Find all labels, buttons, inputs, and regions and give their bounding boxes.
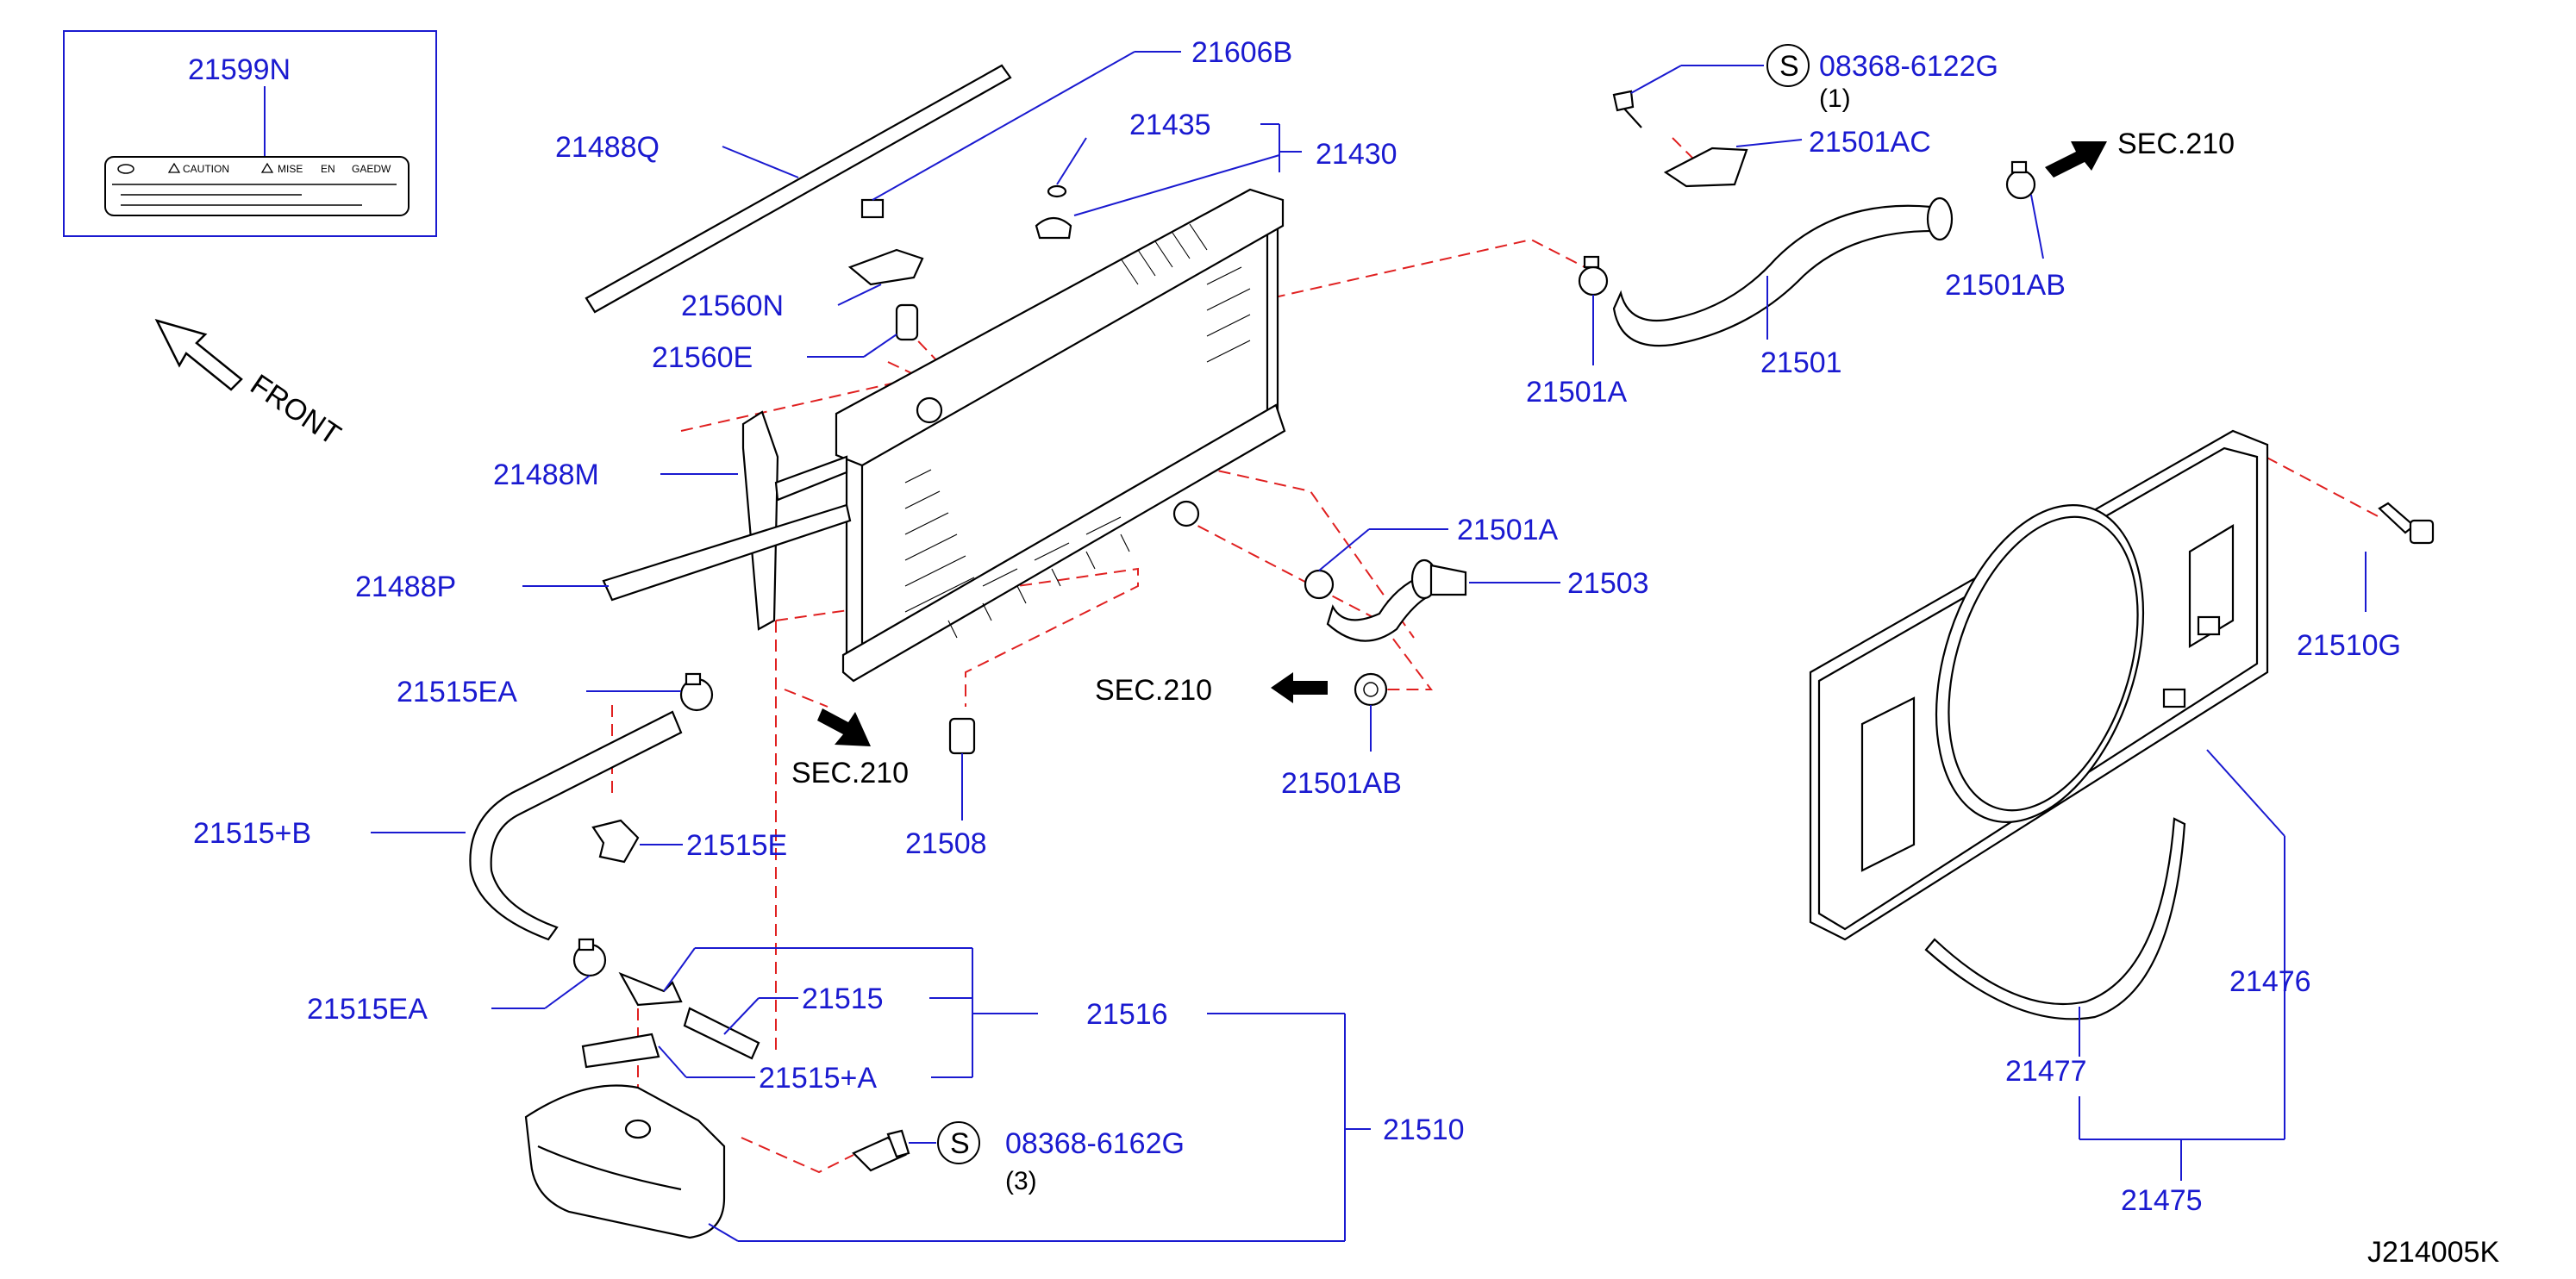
mise-text: MISE — [278, 163, 303, 175]
leader-21475 — [2079, 1139, 2285, 1181]
part-label-21488P: 21488P — [355, 571, 456, 603]
qty-08368-6162G: (3) — [1005, 1167, 1037, 1195]
part-label-21475: 21475 — [2121, 1184, 2203, 1217]
part-label-21501A-top: 21501A — [1526, 376, 1628, 409]
diagram-code: J214005K — [2367, 1236, 2499, 1269]
part-label-21516: 21516 — [1086, 998, 1168, 1031]
part-label-21501AB-mid: 21501AB — [1281, 767, 1402, 800]
drain-plug-21508 — [948, 717, 976, 820]
qty-08368-6122G: (1) — [1819, 84, 1851, 113]
part-label-21515E: 21515E — [686, 829, 787, 862]
hose-21515B — [371, 710, 683, 941]
part-label-21430: 21430 — [1316, 138, 1397, 171]
reservoir-tank-21510 — [524, 1084, 1371, 1242]
part-label-08368-6162G: 08368-6162G — [1005, 1127, 1185, 1160]
sec210-label-top: SEC.210 — [2117, 128, 2235, 160]
lower-seal-21488P — [522, 503, 852, 602]
front-label: FRONT — [245, 368, 347, 452]
part-label-21515: 21515 — [802, 983, 884, 1015]
fan-shroud-21476 — [1809, 429, 2285, 1139]
radiator-assembly — [835, 188, 1286, 683]
sec210-label-mid: SEC.210 — [791, 757, 909, 789]
clip-21515E — [591, 819, 683, 864]
part-label-21503: 21503 — [1567, 567, 1649, 600]
part-label-21508: 21508 — [905, 827, 987, 860]
bracket-21560N — [837, 248, 924, 306]
clamp-21515EA-bot — [491, 938, 607, 1009]
front-arrow-icon — [154, 319, 243, 391]
part-label-21515EA-bot: 21515EA — [307, 993, 428, 1026]
lower-shroud-21477 — [1924, 817, 2186, 1139]
part-label-21488Q: 21488Q — [555, 131, 660, 164]
part-label-21510: 21510 — [1383, 1114, 1465, 1146]
part-label-21501A-mid: 21501A — [1457, 514, 1559, 546]
bushing-21560E — [807, 303, 919, 358]
part-label-21606B: 21606B — [1191, 36, 1292, 69]
s-symbol-top: S — [1779, 50, 1799, 83]
part-label-21560N: 21560N — [681, 290, 784, 322]
clamp-21501AB-mid — [1354, 672, 1388, 752]
part-label-21510G: 21510G — [2297, 629, 2401, 662]
bracket-21501AC — [1663, 139, 1803, 188]
sec210-arrow-icon-mid — [817, 708, 871, 746]
part-label-08368-6122G: 08368-6122G — [1819, 50, 1998, 83]
gaedw-text: GAEDW — [352, 163, 391, 175]
part-label-21501AC: 21501AC — [1809, 126, 1931, 159]
lower-hose-21503 — [1326, 558, 1560, 642]
part-label-21560E: 21560E — [652, 341, 753, 374]
part-label-21488M: 21488M — [493, 459, 599, 491]
clamp-21501A-mid — [1304, 528, 1448, 600]
s-symbol-bottom: S — [950, 1127, 970, 1160]
caution-label-inset: CAUTION MISE EN GAEDW — [63, 30, 437, 237]
bolt-08368-6162G — [852, 1121, 980, 1172]
part-label-21501AB-top: 21501AB — [1945, 269, 2066, 302]
part-label-21515EA-top: 21515EA — [397, 676, 517, 708]
clamp-21515EA-top — [586, 672, 714, 712]
part-label-21477: 21477 — [2005, 1055, 2087, 1088]
bolt-21510G — [2365, 502, 2435, 612]
sec210-arrow-icon-top — [2045, 141, 2107, 178]
en-text: EN — [321, 163, 335, 175]
seal-strip-21488Q — [585, 64, 1012, 314]
upper-hose-21501 — [1612, 197, 1954, 347]
bolt-08368-6122G — [1612, 44, 1810, 128]
part-label-21515B: 21515+B — [193, 817, 311, 850]
radiator-cap-21430 — [1035, 123, 1302, 240]
clamp-21501AB-top — [2005, 160, 2044, 259]
connector-21515 — [581, 947, 1038, 1078]
part-label-21515A: 21515+A — [759, 1062, 877, 1095]
nut-21606B — [860, 51, 1181, 219]
sec210-label-low: SEC.210 — [1095, 674, 1212, 707]
part-label-21476: 21476 — [2229, 965, 2311, 998]
caution-text: CAUTION — [183, 163, 229, 175]
sec210-arrow-icon-low — [1271, 672, 1328, 703]
side-seal-21488M — [660, 410, 848, 631]
part-label-21501: 21501 — [1760, 346, 1842, 379]
part-label-21599N: 21599N — [188, 53, 291, 86]
clamp-21501A-top — [1578, 255, 1609, 365]
part-label-21435: 21435 — [1129, 109, 1211, 141]
